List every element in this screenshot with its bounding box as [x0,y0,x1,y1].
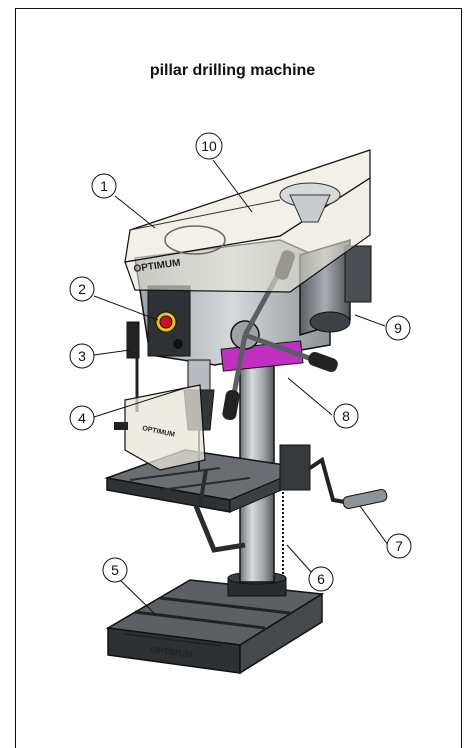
work-table [104,444,311,553]
callout-7: 7 [386,533,412,559]
svg-text:2: 2 [78,281,86,297]
svg-text:7: 7 [395,538,403,554]
drill-press-illustration: OPTIMUM [69,132,412,675]
diagram-title: pillar drilling machine [149,62,316,79]
callout-10: 10 [195,132,223,160]
svg-text:3: 3 [78,348,86,364]
svg-text:9: 9 [394,320,402,336]
callout-3: 3 [69,343,95,369]
callout-5: 5 [102,557,128,583]
callout-9: 9 [385,315,411,341]
page-frame [15,8,462,748]
base: OPTIMUM [105,579,325,675]
callout-1: 1 [91,173,117,199]
callout-2: 2 [69,276,95,302]
svg-text:10: 10 [201,138,217,154]
leader-lines [93,159,389,615]
chuck-guard: OPTIMUM [114,384,206,471]
feed-handles [222,250,338,421]
callout-8: 8 [333,403,359,429]
svg-text:6: 6 [317,571,325,587]
svg-text:4: 4 [78,410,86,426]
callout-4: 4 [69,405,95,431]
callouts: 1 2 3 4 5 6 7 8 [69,132,412,592]
table-crank [308,456,388,510]
svg-text:1: 1 [100,178,108,194]
svg-text:5: 5 [111,562,119,578]
callout-6: 6 [308,566,334,592]
svg-text:8: 8 [342,408,350,424]
